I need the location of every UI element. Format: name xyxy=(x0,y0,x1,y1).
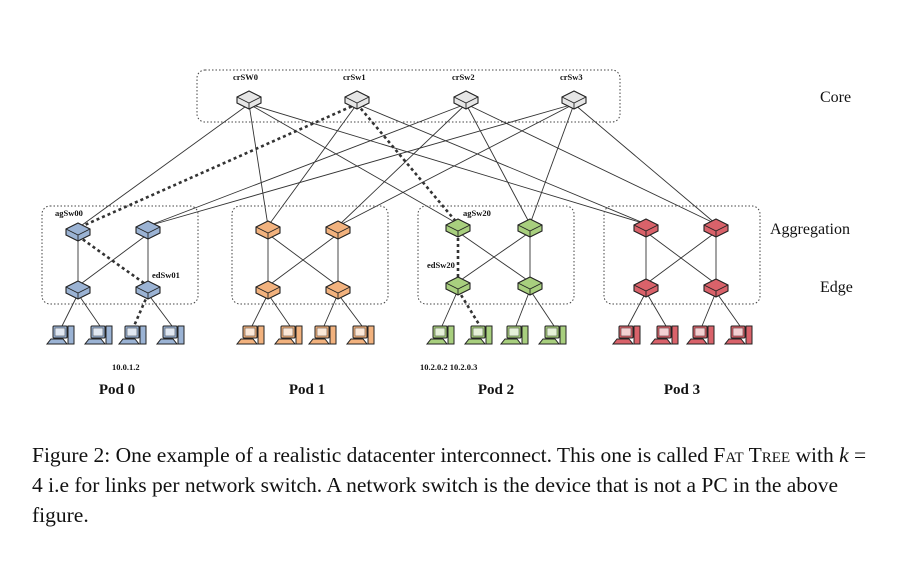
edge-host-link xyxy=(77,293,101,327)
highlighted-path-link xyxy=(77,234,149,288)
highlighted-path-link xyxy=(77,102,358,230)
network-links xyxy=(61,102,741,327)
edge-switch-2-1 xyxy=(517,276,543,296)
edge-host-link xyxy=(715,291,741,327)
edge-host-link xyxy=(147,293,173,327)
edsw01-label: edSw01 xyxy=(152,270,180,280)
aggregation-switch-2-1 xyxy=(517,218,543,238)
caption-k-equals: = 4 xyxy=(32,443,867,497)
host-pc-0-1 xyxy=(84,325,113,345)
core-switch-1 xyxy=(344,90,370,110)
pod-label-2: Pod 2 xyxy=(478,382,514,398)
core-agg-link xyxy=(465,103,531,225)
edge-host-link xyxy=(645,291,667,327)
core-switch-label-1: crSw1 xyxy=(343,72,366,82)
host-pc-1-2 xyxy=(308,325,337,345)
caption-prefix: Figure 2: One example of a realistic dat… xyxy=(32,443,708,467)
core-agg-link xyxy=(147,103,575,227)
core-agg-link xyxy=(77,103,250,229)
edge-host-link xyxy=(323,293,339,327)
edge-host-link xyxy=(515,289,531,327)
aggregation-switch-1-0 xyxy=(255,220,281,240)
core-switch-2 xyxy=(453,90,479,110)
core-agg-link xyxy=(248,103,647,225)
tier-boxes xyxy=(41,69,761,305)
agg-edge-link xyxy=(457,231,531,283)
host-pc-0-3 xyxy=(156,325,185,345)
pod-box-1 xyxy=(231,205,389,305)
edge-switch-1-1 xyxy=(325,280,351,300)
core-agg-link xyxy=(465,103,717,225)
core-agg-link xyxy=(248,103,459,225)
figure-caption: Figure 2: One example of a realistic dat… xyxy=(32,440,880,530)
pod-label-0: Pod 0 xyxy=(99,382,135,398)
pod-box-3 xyxy=(603,205,761,305)
core-agg-link xyxy=(356,103,647,225)
caption-rest: i.e for links per network switch. A netw… xyxy=(32,473,839,527)
core-tier-label: Core xyxy=(820,89,851,106)
edge-host-link xyxy=(701,291,717,327)
host-pc-1-1 xyxy=(274,325,303,345)
edsw20-label: edSw20 xyxy=(427,260,455,270)
aggregation-switch-2-0 xyxy=(445,218,471,238)
core-tier-box xyxy=(196,69,621,123)
pod-label-3: Pod 3 xyxy=(664,382,700,398)
edge-switch-3-1 xyxy=(703,278,729,298)
host-pc-1-0 xyxy=(236,325,265,345)
core-switch-label-3: crSw3 xyxy=(560,72,583,82)
host-label-pod2: 10.2.0.2 10.2.0.3 xyxy=(420,362,477,372)
highlighted-path-link xyxy=(456,289,482,327)
caption-with: with xyxy=(795,443,834,467)
pod-box-2 xyxy=(417,205,575,305)
network-nodes xyxy=(46,90,753,345)
edge-host-link xyxy=(627,291,647,327)
pod-box-0 xyxy=(41,205,199,305)
host-pc-2-0 xyxy=(426,325,455,345)
agg-edge-link xyxy=(267,233,339,287)
edge-switch-2-0 xyxy=(445,276,471,296)
edge-host-link xyxy=(267,293,291,327)
host-label-pod0: 10.0.1.2 xyxy=(112,362,140,372)
highlighted-path-link xyxy=(356,103,459,225)
edge-host-link xyxy=(61,293,79,327)
edge-host-link xyxy=(529,289,555,327)
agsw20-label: agSw20 xyxy=(463,208,491,218)
edge-switch-0-1 xyxy=(135,280,161,300)
core-agg-link xyxy=(573,103,717,225)
agg-edge-link xyxy=(645,231,717,285)
agsw00-label: agSw00 xyxy=(55,208,83,218)
edge-host-link xyxy=(251,293,269,327)
core-agg-link xyxy=(529,103,575,225)
caption-k-variable: k xyxy=(839,443,849,467)
host-pc-3-3 xyxy=(724,325,753,345)
edge-host-link xyxy=(441,289,459,327)
host-pc-3-0 xyxy=(612,325,641,345)
fat-tree-diagram: Core Aggregation Edge crSW0 crSw1 crSw2 … xyxy=(41,69,853,398)
host-pc-0-0 xyxy=(46,325,75,345)
aggregation-switch-0-0 xyxy=(65,222,91,242)
host-pc-3-2 xyxy=(686,325,715,345)
edge-switch-0-0 xyxy=(65,280,91,300)
host-pc-3-1 xyxy=(650,325,679,345)
edge-switch-1-0 xyxy=(255,280,281,300)
agg-edge-link xyxy=(77,233,149,287)
edge-host-link xyxy=(337,293,363,327)
host-pc-2-3 xyxy=(538,325,567,345)
pod-label-1: Pod 1 xyxy=(289,382,325,398)
edge-tier-label: Edge xyxy=(820,279,853,296)
core-switch-label-0: crSW0 xyxy=(233,72,258,82)
aggregation-tier-label: Aggregation xyxy=(770,221,850,238)
host-pc-2-1 xyxy=(464,325,493,345)
host-pc-2-2 xyxy=(500,325,529,345)
host-pc-1-3 xyxy=(346,325,375,345)
core-switch-label-2: crSw2 xyxy=(452,72,475,82)
host-pc-0-2 xyxy=(118,325,147,345)
edge-switch-3-0 xyxy=(633,278,659,298)
core-agg-link xyxy=(248,103,269,227)
caption-topology-name: Fat Tree xyxy=(713,443,791,467)
core-agg-link xyxy=(147,103,467,227)
highlighted-path-link xyxy=(132,293,150,327)
aggregation-switch-3-1 xyxy=(703,218,729,238)
aggregation-switch-1-1 xyxy=(325,220,351,240)
